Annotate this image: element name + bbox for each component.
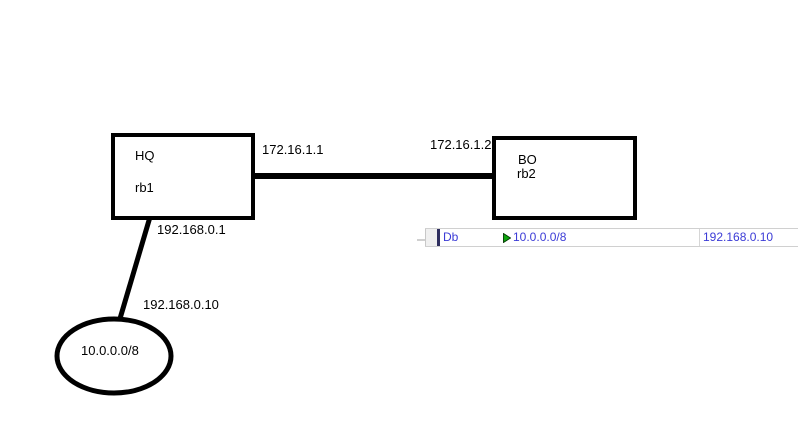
row-selector-cell[interactable] — [426, 229, 437, 246]
hq-router-box: HQ rb1 — [111, 133, 255, 220]
cloud-network-label: 10.0.0.0/8 — [81, 343, 139, 358]
route-flags-cell[interactable]: Db — [443, 230, 459, 244]
bo-wan-ip-label: 172.16.1.2 — [430, 137, 492, 152]
hq-router-id-label: rb1 — [135, 180, 154, 195]
network-cloud-ellipse — [54, 316, 174, 396]
route-dst-address-cell[interactable]: 10.0.0.0/8 — [513, 230, 567, 244]
route-active-play-icon — [503, 233, 511, 243]
hq-lan-ip-label: 192.168.0.1 — [157, 222, 226, 237]
row-left-border — [425, 229, 426, 246]
row-left-tick — [417, 239, 426, 241]
lan-link-line — [116, 216, 153, 323]
route-table-row[interactable]: Db 10.0.0.0/8 192.168.0.10 — [417, 228, 798, 247]
bo-router-box: BO rb2 — [492, 136, 637, 220]
bo-router-id-label: rb2 — [517, 166, 536, 181]
route-gateway-cell[interactable]: 192.168.0.10 — [703, 230, 774, 244]
bo-name-label: BO — [518, 152, 537, 167]
cloud-gateway-ip-label: 192.168.0.10 — [143, 297, 219, 312]
hq-name-label: HQ — [135, 148, 155, 163]
column-separator — [699, 229, 700, 246]
hq-wan-ip-label: 172.16.1.1 — [262, 142, 324, 157]
row-selection-bar — [437, 229, 440, 246]
